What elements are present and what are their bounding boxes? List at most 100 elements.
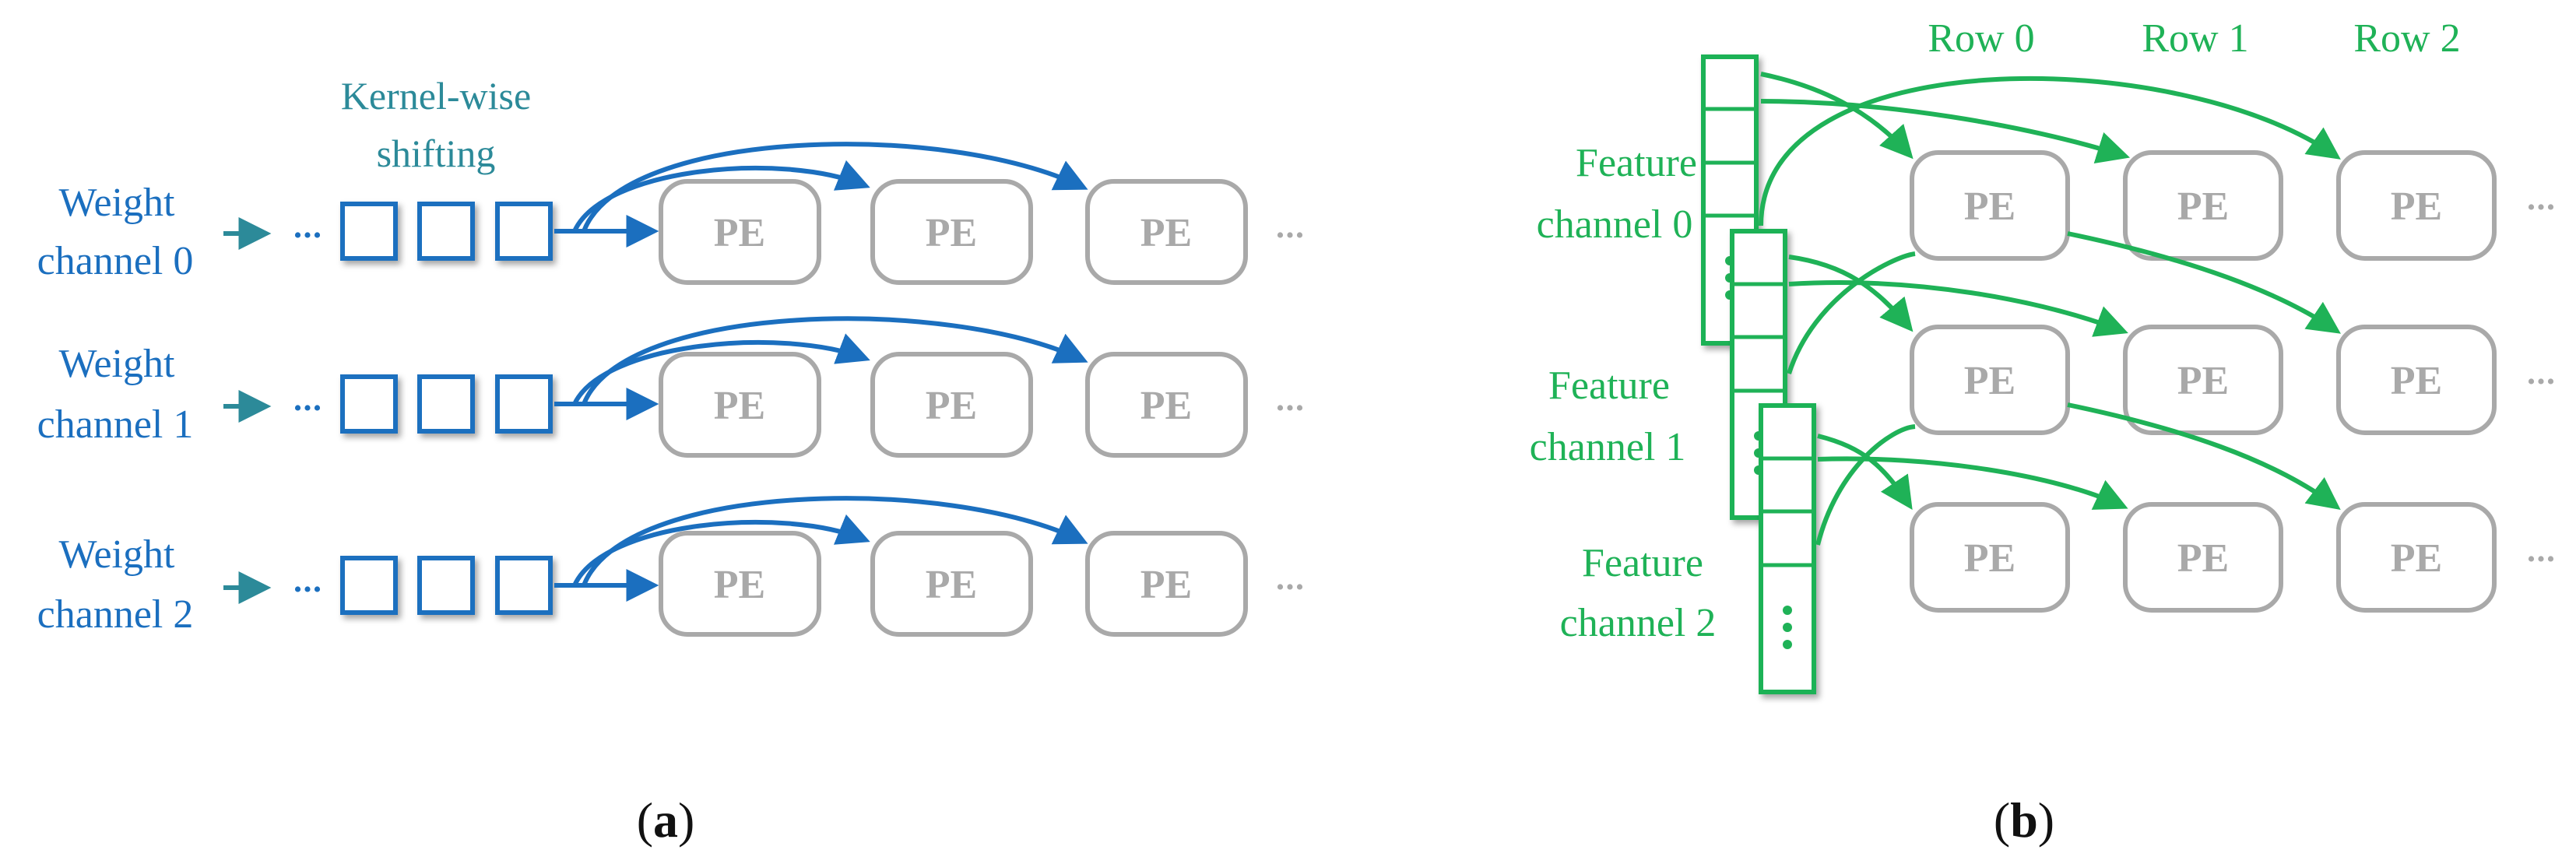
feature-buffer-2-dot — [1783, 640, 1792, 649]
shift-arrow-1-pe2 — [582, 316, 1088, 406]
pe-a-2-1 — [870, 531, 1033, 637]
kernel-wise-shifting-title: Kernel-wise — [341, 74, 531, 118]
caption-b-close: ) — [2038, 792, 2054, 848]
pe-a-0-1 — [870, 179, 1033, 285]
feature-buffer-2-dot — [1783, 623, 1792, 632]
pe-row-ellipsis: ••• — [2527, 546, 2557, 572]
pe-row-ellipsis-0: ••• — [1276, 223, 1306, 248]
pe-row-ellipsis: ••• — [2527, 195, 2557, 220]
pe-row-ellipsis-1: ••• — [1276, 395, 1306, 421]
pe-label: PE — [1140, 384, 1192, 428]
feature-channel-2-label-line2: channel 2 — [1560, 601, 1717, 645]
pe-label: PE — [1964, 359, 2015, 403]
pe-label: PE — [2391, 536, 2442, 581]
pe-label: PE — [714, 384, 765, 428]
feature-1-feed-line — [1787, 251, 1916, 374]
caption-a-letter: a — [653, 792, 678, 848]
weight-row-2: Weight channel 2 ••• PE PE PE ••• — [37, 496, 1306, 637]
feature-1-to-row1-arrow — [1788, 280, 2128, 337]
weight-channel-1-label-line1: Weight — [59, 342, 175, 386]
weight-channel-0-label-line2: channel 0 — [37, 239, 194, 283]
input-ellipsis-0: ••• — [293, 223, 323, 248]
pe-b-2-1 — [2123, 502, 2283, 613]
weight-register-0-2 — [495, 202, 553, 261]
caption-b-letter: b — [2010, 792, 2038, 848]
kernel-wise-shifting-title-line2: shifting — [377, 132, 496, 175]
pe-label: PE — [1964, 536, 2015, 581]
pe-b-2-2 — [2336, 502, 2497, 613]
pe-label: PE — [2177, 184, 2229, 229]
feature-channel-1-label-line2: channel 1 — [1530, 425, 1686, 469]
weight-register-1-2 — [495, 374, 553, 434]
weight-channel-2-label-line2: channel 2 — [37, 592, 194, 637]
feature-1-to-row2-arrow — [2067, 231, 2341, 334]
weight-channel-0-label-line1: Weight — [59, 181, 175, 225]
pe-a-1-1 — [870, 352, 1033, 458]
pe-row-ellipsis: ••• — [2527, 369, 2557, 395]
panel-a: Kernel-wise shifting Weight channel 0 ••… — [37, 74, 1306, 848]
caption-a: (a) — [637, 792, 695, 848]
pe-label: PE — [1140, 211, 1192, 255]
pe-b-1-2 — [2336, 325, 2497, 435]
weight-register-1-0 — [340, 374, 398, 434]
feature-0-to-row2-arrow — [1759, 76, 2341, 227]
pe-a-0-2 — [1085, 179, 1248, 285]
pe-b-0-2 — [2336, 150, 2497, 261]
row-1-header: Row 1 — [2142, 16, 2248, 61]
feature-2-to-row1-arrow — [1817, 456, 2128, 510]
weight-register-2-2 — [495, 556, 553, 615]
row-0-header: Row 0 — [1928, 16, 2034, 61]
pe-label: PE — [714, 563, 765, 607]
shift-arrow-0-pe1 — [572, 160, 870, 233]
pe-label: PE — [1140, 563, 1192, 607]
weight-register-0-0 — [340, 202, 398, 261]
pe-a-1-0 — [659, 352, 821, 458]
pe-label: PE — [926, 211, 977, 255]
pe-a-0-0 — [659, 179, 821, 285]
weight-register-0-1 — [417, 202, 475, 261]
pe-grid: PE PE PE ••• PE PE PE ••• PE PE PE ••• — [1910, 150, 2557, 613]
caption-b: (b) — [1994, 792, 2054, 848]
feature-2-to-row2-arrow — [2067, 402, 2341, 511]
shift-arrow-2-pe2 — [582, 496, 1088, 587]
pe-b-1-1 — [2123, 325, 2283, 435]
feature-1-to-row0-arrow — [1788, 255, 1914, 332]
pe-label: PE — [2177, 359, 2229, 403]
pe-label: PE — [926, 563, 977, 607]
pe-a-2-2 — [1085, 531, 1248, 637]
pe-b-1-0 — [1910, 325, 2070, 435]
pe-row-ellipsis-2: ••• — [1276, 574, 1306, 600]
weight-channel-1-label-line2: channel 1 — [37, 402, 194, 447]
pe-label: PE — [2177, 536, 2229, 581]
feature-channel-0-label-line1: Feature — [1576, 141, 1697, 185]
weight-row-1: Weight channel 1 ••• PE PE PE ••• — [37, 316, 1306, 458]
panel-b: Row 0 Row 1 Row 2 Feature channel 0 Feat… — [1530, 16, 2557, 848]
weight-channel-2-label-line1: Weight — [59, 532, 175, 577]
pe-a-1-2 — [1085, 352, 1248, 458]
feature-channel-2-label-line1: Feature — [1582, 541, 1703, 585]
feature-buffer-2-dot — [1783, 606, 1792, 615]
pe-label: PE — [1964, 184, 2015, 229]
caption-a-open: ( — [637, 792, 653, 848]
row-2-header: Row 2 — [2353, 16, 2460, 61]
caption-a-close: ) — [678, 792, 694, 848]
weight-row-0: Weight channel 0 ••• PE PE PE ••• — [37, 142, 1306, 285]
feature-0-to-row1-arrow — [1760, 99, 2131, 164]
input-ellipsis-1: ••• — [293, 395, 323, 421]
pe-b-0-1 — [2123, 150, 2283, 261]
pe-b-2-0 — [1910, 502, 2070, 613]
feature-2-to-row0-arrow — [1817, 434, 1913, 510]
weight-register-2-0 — [340, 556, 398, 615]
feature-0-to-row0-arrow — [1760, 72, 1914, 160]
caption-b-open: ( — [1994, 792, 2010, 848]
feature-2-feed-line — [1815, 424, 1916, 546]
feature-channel-0-label-line2: channel 0 — [1537, 202, 1693, 247]
input-ellipsis-2: ••• — [293, 577, 323, 602]
shift-arrow-1-pe1 — [572, 333, 870, 406]
shift-arrow-0-pe2 — [582, 142, 1088, 233]
pe-label: PE — [714, 211, 765, 255]
pe-label: PE — [2391, 184, 2442, 229]
pe-label: PE — [2391, 359, 2442, 403]
weight-register-1-1 — [417, 374, 475, 434]
